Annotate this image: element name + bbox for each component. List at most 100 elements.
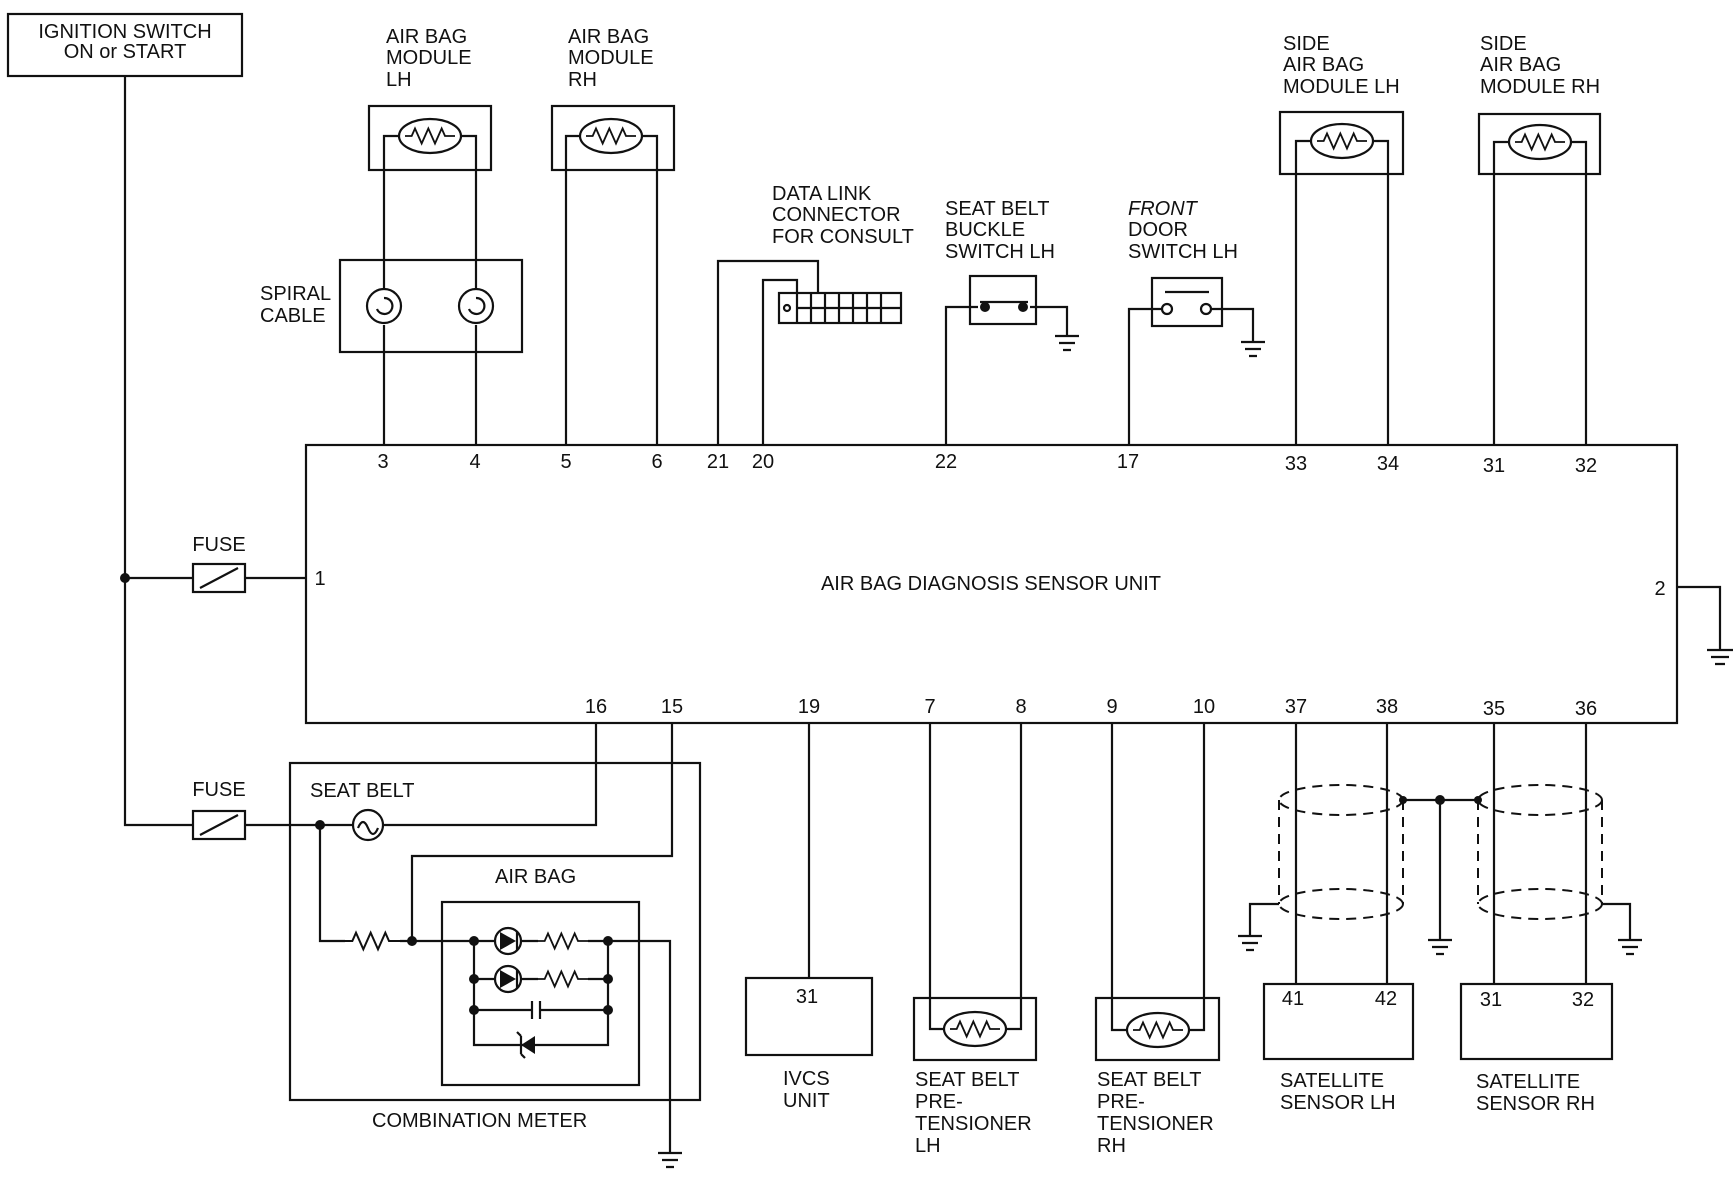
airbag-lh-label-line2: MODULE <box>386 47 472 69</box>
meter-ground-symbol <box>658 1151 682 1169</box>
airbag-lh-label-line3: LH <box>386 69 412 91</box>
pin-7-label: 7 <box>924 696 935 718</box>
data-link-label-line2: CONNECTOR <box>772 204 901 226</box>
data-link-label-line3: FOR CONSULT <box>772 226 914 248</box>
airbag-lh-wire-a <box>382 134 399 288</box>
pretensioner-lh-label-line3: TENSIONER <box>915 1113 1032 1135</box>
pin-22-label: 22 <box>935 451 957 473</box>
pin-20-label: 20 <box>752 451 774 473</box>
pretensioner-lh-label-line1: SEAT BELT <box>915 1069 1019 1091</box>
pin-16-label: 16 <box>585 696 607 718</box>
pin-32-label: 32 <box>1575 455 1597 477</box>
meter-resistor-feed-wire <box>318 825 345 943</box>
combination-meter-title: COMBINATION METER <box>372 1110 587 1132</box>
satellite-lh-pin-a: 41 <box>1282 988 1304 1010</box>
pretensioner-rh-label-line4: RH <box>1097 1135 1126 1157</box>
data-link-pin21-wire <box>716 259 820 445</box>
shield-lh-ground-symbol <box>1238 934 1262 952</box>
pretensioner-rh-label-line3: TENSIONER <box>1097 1113 1214 1135</box>
meter-air-bag-label: AIR BAG <box>495 866 576 888</box>
pin-21-label: 21 <box>707 451 729 473</box>
airbag-rh-label-line1: AIR BAG <box>568 26 649 48</box>
door-switch-wire <box>1127 307 1162 445</box>
seat-belt-warning-lamp-icon <box>351 808 385 842</box>
shield-rh-ground-symbol <box>1618 938 1642 956</box>
side-rh-label-line1: SIDE <box>1480 33 1527 55</box>
unit-title: AIR BAG DIAGNOSIS SENSOR UNIT <box>821 573 1161 595</box>
ignition-label-line1: IGNITION SWITCH <box>38 21 211 43</box>
satellite-rh-label-line1: SATELLITE <box>1476 1071 1580 1093</box>
pretensioner-lh-box <box>912 996 1038 1062</box>
pretensioner-rh-label-line1: SEAT BELT <box>1097 1069 1201 1091</box>
pin-19-label: 19 <box>798 696 820 718</box>
side-airbag-lh-wire-a <box>1294 139 1311 445</box>
door-label-line1: FRONT <box>1128 198 1199 220</box>
buckle-ground-symbol <box>1055 334 1079 352</box>
ivcs-label-line2: UNIT <box>783 1090 830 1112</box>
airbag-lh-label-line1: AIR BAG <box>386 26 467 48</box>
data-link-pin20-wire <box>761 278 799 445</box>
pretensioner-rh-box <box>1094 996 1221 1062</box>
pretensioner-lh-label-line2: PRE- <box>915 1091 963 1113</box>
unit-ground-symbol <box>1707 648 1733 666</box>
diagnosis-sensor-unit-box <box>304 443 1679 725</box>
pin-9-label: 9 <box>1106 696 1117 718</box>
pin-36-label: 36 <box>1575 698 1597 720</box>
side-lh-label-line3: MODULE LH <box>1283 76 1400 98</box>
airbag-rh-label-line2: MODULE <box>568 47 654 69</box>
pin-35-label: 35 <box>1483 698 1505 720</box>
air-bag-warning-circuit <box>469 926 613 1059</box>
shield-center-ground-symbol <box>1428 938 1452 956</box>
door-ground-wire <box>1211 307 1255 342</box>
satellite-lh-label-line2: SENSOR LH <box>1280 1092 1396 1114</box>
buckle-switch-wire <box>944 305 978 445</box>
airbag-lh-wire-b <box>461 134 478 288</box>
satellite-sensor-rh-box <box>1459 982 1614 1061</box>
spiral-cable-box <box>338 258 524 354</box>
ivcs-unit-box <box>744 976 874 1057</box>
airbag-rh-wire-a <box>564 134 580 445</box>
airbag-rh-wire-b <box>642 134 659 445</box>
fuse-lower-label: FUSE <box>192 779 245 801</box>
ignition-feed-wire <box>123 76 193 827</box>
door-ground-symbol <box>1241 340 1265 358</box>
satellite-rh-pin-a: 31 <box>1480 989 1502 1011</box>
pin-38-label: 38 <box>1376 696 1398 718</box>
side-lh-label-line1: SIDE <box>1283 33 1330 55</box>
fuse-upper-label: FUSE <box>192 534 245 556</box>
buckle-switch-box <box>968 274 1038 326</box>
pin-15-label: 15 <box>661 696 683 718</box>
spiral-cable-coil-right-icon <box>457 287 495 325</box>
ignition-label-line2: ON or START <box>64 41 187 63</box>
door-label-line2: DOOR <box>1128 219 1188 241</box>
side-airbag-rh-wire-b <box>1571 140 1588 445</box>
pretensioner-lh-squib <box>942 1010 1008 1048</box>
shield-lh-dot <box>1399 796 1407 804</box>
satellite-rh-shield <box>1477 784 1603 920</box>
pin15-wire <box>410 723 674 941</box>
satellite-rh-label-line2: SENSOR RH <box>1476 1093 1595 1115</box>
pin-37-label: 37 <box>1285 696 1307 718</box>
spiral-cable-coil-left-icon <box>365 287 403 325</box>
ivcs-label-line1: IVCS <box>783 1068 830 1090</box>
shield-rh-dot <box>1474 796 1482 804</box>
airbag-lh-squib <box>397 117 463 155</box>
side-airbag-rh-wire-a <box>1492 140 1509 445</box>
spiral-cable-label-line1: SPIRAL <box>260 283 331 305</box>
pin-10-label: 10 <box>1193 696 1215 718</box>
side-airbag-lh-wire-b <box>1373 139 1390 445</box>
side-rh-label-line2: AIR BAG <box>1480 54 1561 76</box>
pin-5-label: 5 <box>560 451 571 473</box>
data-link-label-line1: DATA LINK <box>772 183 872 205</box>
ivcs-pin-label: 31 <box>796 986 818 1008</box>
buckle-switch-contact-icon <box>980 300 1028 312</box>
pin-2-ground-wire <box>1677 585 1722 650</box>
buckle-label-line2: BUCKLE <box>945 219 1025 241</box>
pin-2-label: 2 <box>1654 578 1665 600</box>
pin-1-label: 1 <box>314 568 325 590</box>
airbag-rh-label-line3: RH <box>568 69 597 91</box>
pretensioner-lh-wire-a <box>928 723 945 1031</box>
satellite-sensor-lh-box <box>1262 982 1415 1061</box>
pin-34-label: 34 <box>1377 453 1399 475</box>
